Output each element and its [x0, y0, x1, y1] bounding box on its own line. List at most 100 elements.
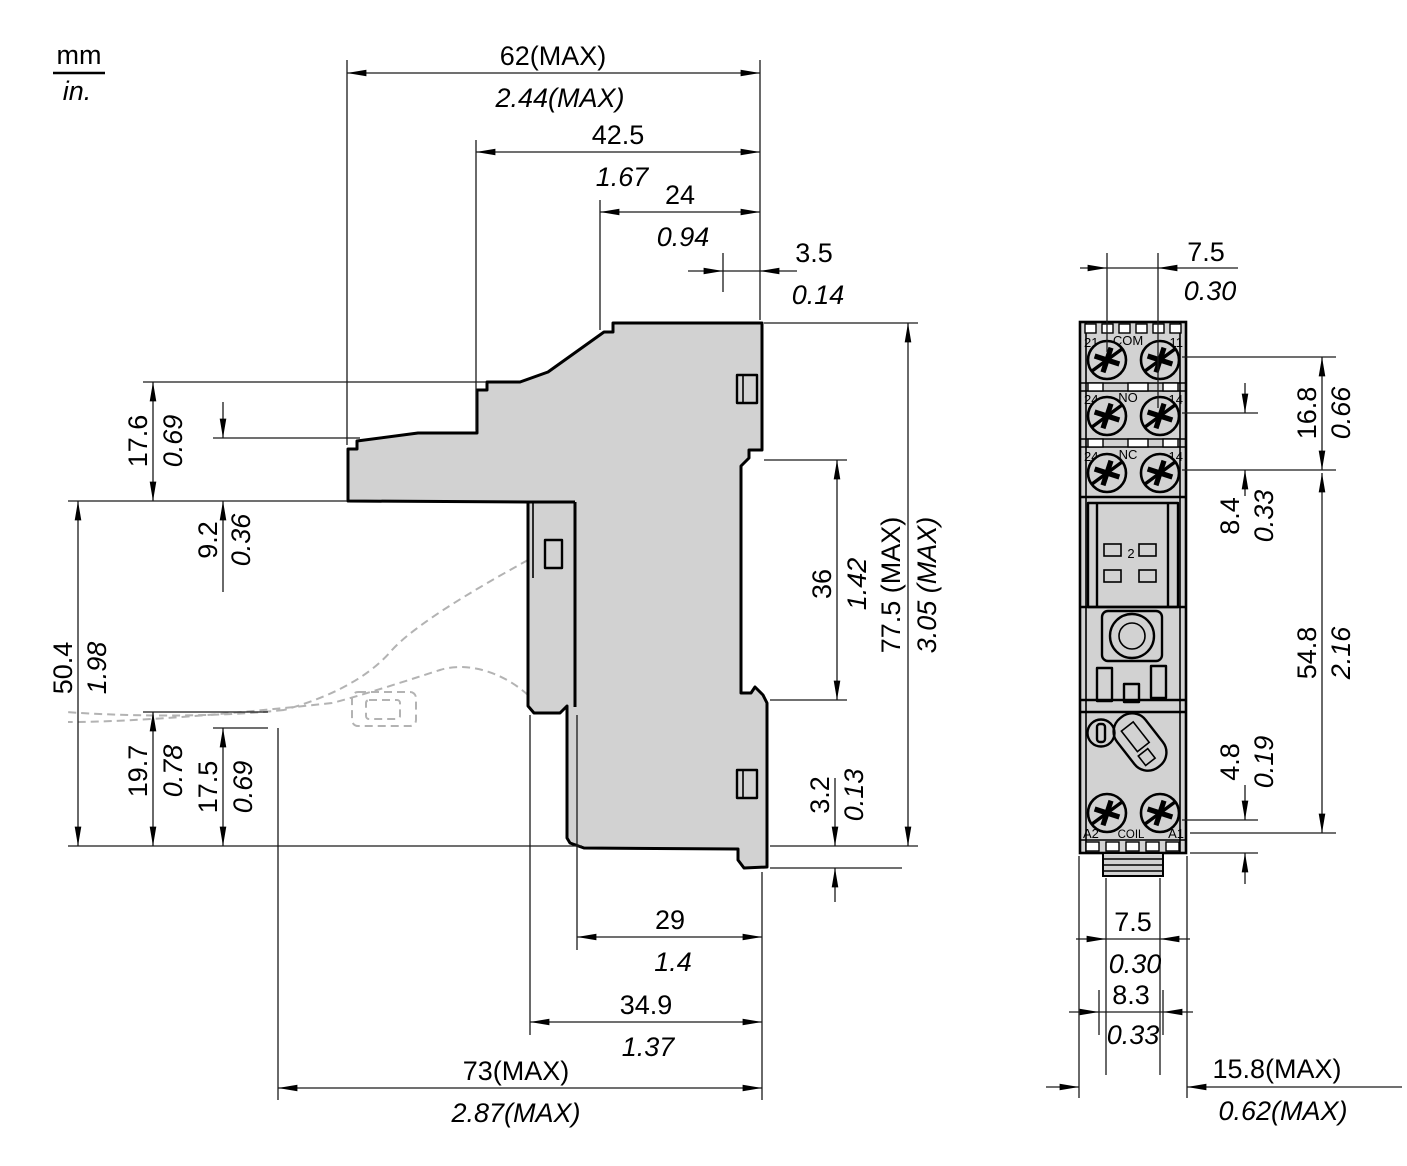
dim-9-2-in: 0.36	[226, 513, 256, 567]
row-separator-1	[1080, 382, 1186, 392]
dim-8-4-mm: 8.4	[1215, 497, 1245, 535]
dim-24-in: 0.94	[657, 222, 710, 252]
dim-width-3-5: 3.5 0.14	[688, 238, 844, 310]
dim-34-9-in: 1.37	[622, 1032, 676, 1062]
dim-73max-mm: 73(MAX)	[463, 1056, 570, 1086]
dim-36-mm: 36	[807, 569, 837, 599]
dim-17-5-mm: 17.5	[193, 761, 223, 814]
dim-height-17-5: 17.5 0.69	[193, 727, 268, 847]
terminal-a2-label: A2	[1083, 826, 1099, 841]
dim-34-9-mm: 34.9	[620, 990, 673, 1020]
dim-42-5-mm: 42.5	[592, 120, 645, 150]
dim-width-34-9: 34.9 1.37	[529, 715, 763, 1062]
front-view: 21 COM 11 24 NO 14	[1046, 237, 1402, 1126]
release-lever	[1112, 712, 1168, 772]
dim-19-7-in: 0.78	[158, 745, 188, 798]
clip-end-dashed	[351, 691, 417, 727]
dim-62max-mm: 62(MAX)	[500, 41, 607, 71]
dim-height-77-5max: 77.5 (MAX) 3.05 (MAX)	[764, 322, 942, 847]
dim-width-73max: 73(MAX) 2.87(MAX)	[277, 728, 763, 1128]
coil-terminal-row: A2 COIL A1	[1083, 792, 1184, 841]
dim-50-4-mm: 50.4	[48, 642, 78, 695]
terminal-no-label: NO	[1118, 390, 1138, 405]
dim-4-8-in: 0.19	[1249, 736, 1279, 789]
dim-front-bottom-8-3: 8.3 0.33	[1069, 980, 1193, 1050]
unit-mm-label: mm	[57, 40, 102, 70]
dim-42-5-in: 1.67	[596, 162, 650, 192]
screw-terminal-14-no	[1139, 395, 1181, 437]
bottom-tab-strip	[1080, 839, 1186, 852]
clip-slot-lower	[735, 768, 759, 800]
mounting-block	[1080, 605, 1186, 704]
dim-height-17-6: 17.6 0.69	[123, 381, 486, 502]
dim-front-7-5-mm: 7.5	[1187, 237, 1225, 267]
dim-front-bottom-7-5: 7.5 0.30	[1076, 878, 1190, 1075]
dim-24-mm: 24	[665, 180, 695, 210]
terminal-a1-label: A1	[1168, 826, 1184, 841]
dim-15-8max-mm: 15.8(MAX)	[1212, 1054, 1341, 1084]
dim-17-6-in: 0.69	[158, 415, 188, 468]
dim-29-mm: 29	[655, 905, 685, 935]
dim-bottom-7-5-in: 0.30	[1109, 949, 1162, 979]
dim-3-2-in: 0.13	[839, 769, 869, 822]
dim-4-8-mm: 4.8	[1215, 743, 1245, 781]
terminal-nc-label: NC	[1119, 447, 1138, 462]
dim-front-top-7-5: 7.5 0.30	[1080, 237, 1238, 408]
dim-bottom-8-3-mm: 8.3	[1112, 980, 1150, 1010]
dim-15-8max-in: 0.62(MAX)	[1218, 1096, 1347, 1126]
dim-height-36: 36 1.42	[764, 459, 872, 701]
screw-terminal-24-nc	[1086, 452, 1128, 494]
clip-slot-front	[543, 538, 564, 570]
dim-height-9-2: 9.2 0.36	[193, 402, 360, 592]
clip-slot-upper	[735, 373, 759, 405]
terminal-coil-label: COIL	[1118, 829, 1145, 841]
side-view: 62(MAX) 2.44(MAX) 42.5 1.67 24 0.94 3.5 …	[48, 41, 942, 1128]
screw-terminal-24-no	[1086, 395, 1128, 437]
dim-width-29: 29 1.4	[576, 715, 763, 977]
screw-terminal-14-nc	[1139, 452, 1181, 494]
dim-19-7-mm: 19.7	[123, 745, 153, 798]
dim-front-8-4: 8.4 0.33	[1182, 383, 1279, 542]
dim-62max-in: 2.44(MAX)	[494, 83, 624, 113]
dim-width-24: 24 0.94	[599, 180, 761, 330]
dim-54-8-in: 2.16	[1326, 626, 1356, 681]
dim-9-2-mm: 9.2	[193, 521, 223, 559]
dim-height-3-2: 3.2 0.13	[770, 769, 902, 902]
dim-77-5-mm: 77.5 (MAX)	[876, 517, 906, 654]
mounting-hole	[1108, 612, 1156, 660]
dim-bottom-8-3-in: 0.33	[1107, 1020, 1160, 1050]
unit-legend: mm in.	[53, 40, 105, 106]
dim-16-8-mm: 16.8	[1292, 387, 1322, 440]
retaining-clip-dashed	[65, 544, 570, 727]
dim-3-5-mm: 3.5	[795, 238, 833, 268]
dim-bottom-7-5-mm: 7.5	[1114, 907, 1152, 937]
dim-front-16-8: 16.8 0.66	[1182, 356, 1356, 471]
dim-17-6-mm: 17.6	[123, 415, 153, 468]
dim-73max-in: 2.87(MAX)	[450, 1098, 580, 1128]
dim-height-19-7: 19.7 0.78	[123, 711, 268, 847]
dim-3-2-mm: 3.2	[805, 776, 835, 814]
dim-front-54-8: 54.8 2.16	[1190, 472, 1356, 834]
row-separator-2	[1080, 438, 1186, 448]
terminal-row-1: 21 COM 11	[1084, 333, 1183, 381]
dim-width-62max: 62(MAX) 2.44(MAX)	[346, 41, 761, 445]
dim-36-in: 1.42	[842, 558, 872, 611]
dim-50-4-in: 1.98	[82, 642, 112, 695]
dim-29-in: 1.4	[654, 947, 692, 977]
dim-8-4-in: 0.33	[1249, 490, 1279, 543]
dim-17-5-in: 0.69	[228, 761, 258, 814]
dim-front-4-8: 4.8 0.19	[1182, 736, 1279, 884]
terminal-row-2: 24 NO 14	[1084, 390, 1183, 437]
terminal-com-label: COM	[1113, 333, 1143, 348]
lever-block	[1080, 710, 1186, 772]
bottom-plug	[1102, 852, 1164, 877]
dim-16-8-in: 0.66	[1326, 386, 1356, 440]
dim-3-5-in: 0.14	[792, 280, 845, 310]
connector-2-label: 2	[1127, 546, 1134, 561]
unit-in-label: in.	[63, 76, 92, 106]
terminal-row-3: 24 NC 14	[1084, 447, 1183, 494]
dim-front-7-5-in: 0.30	[1184, 276, 1237, 306]
dim-54-8-mm: 54.8	[1292, 627, 1322, 680]
